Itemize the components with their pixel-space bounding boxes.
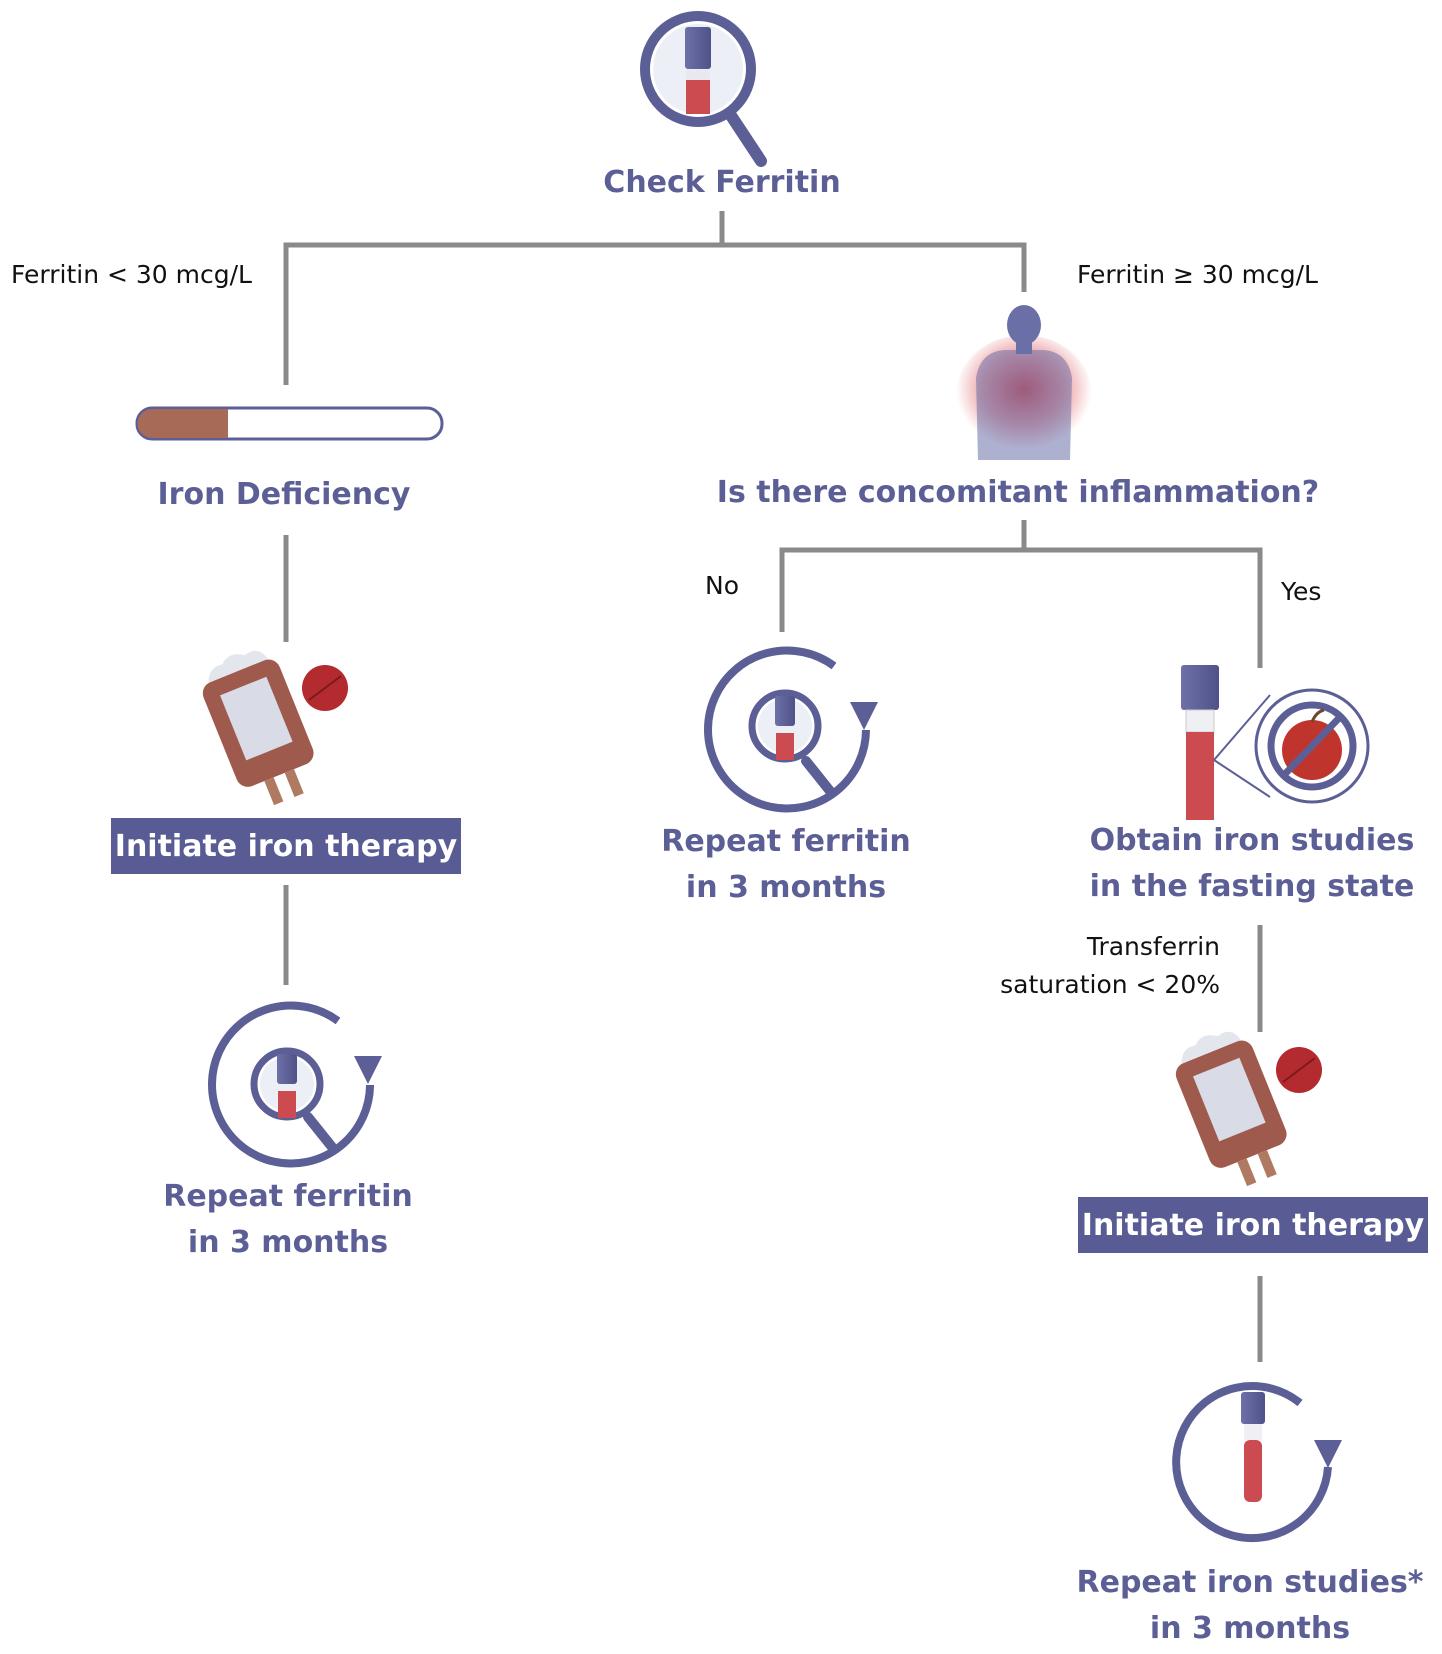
iron-deficiency-label: Iron Deficiency bbox=[157, 477, 411, 512]
initiate-iron-therapy-box-right: Initiate iron therapy bbox=[1078, 1197, 1428, 1253]
repeat-magnifier-icon bbox=[704, 646, 878, 813]
initiate-iron-therapy-label: Initiate iron therapy bbox=[1081, 1207, 1425, 1243]
repeat-magnifier-icon bbox=[208, 1001, 382, 1168]
transferrin-line: Transferrin bbox=[1086, 932, 1220, 961]
inflammation-question-label: Is there concomitant inflammation? bbox=[716, 475, 1320, 510]
fasting-state-line: in the fasting state bbox=[1089, 869, 1415, 904]
check-ferritin-label: Check Ferritin bbox=[603, 165, 841, 200]
connector-inflammation bbox=[779, 520, 1263, 668]
obtain-iron-studies-label: Obtain iron studies in the fasting state bbox=[1090, 818, 1415, 910]
repeat-ferritin-left-label: Repeat ferritin in 3 months bbox=[163, 1174, 413, 1266]
blood-tube-no-food-icon bbox=[1181, 665, 1370, 820]
repeat-iron-studies-line: Repeat iron studies* bbox=[1076, 1565, 1424, 1600]
initiate-iron-therapy-box-left: Initiate iron therapy bbox=[111, 818, 461, 874]
repeat-ferritin-line: Repeat ferritin bbox=[163, 1179, 413, 1214]
human-inflammation-icon bbox=[956, 305, 1092, 460]
connectors bbox=[283, 211, 1263, 1362]
ferritin-low-edge-label: Ferritin < 30 mcg/L bbox=[11, 260, 252, 289]
magnifier-blood-tube-icon bbox=[640, 11, 767, 167]
repeat-ferritin-line: Repeat ferritin bbox=[661, 824, 911, 859]
repeat-tube-icon bbox=[1172, 1382, 1342, 1543]
ferritin-high-edge-label: Ferritin ≥ 30 mcg/L bbox=[1077, 260, 1318, 289]
saturation-line: saturation < 20% bbox=[1000, 970, 1220, 999]
obtain-iron-studies-line: Obtain iron studies bbox=[1089, 823, 1415, 858]
iron-gauge-icon bbox=[135, 406, 444, 441]
no-edge-label: No bbox=[705, 571, 739, 600]
transferrin-saturation-edge-label: Transferrin saturation < 20% bbox=[1000, 928, 1220, 1004]
in-3-months-line: in 3 months bbox=[187, 1225, 389, 1260]
iv-bag-pill-icon bbox=[1175, 1031, 1322, 1187]
iv-bag-pill-icon bbox=[202, 650, 348, 806]
repeat-iron-studies-label: Repeat iron studies* in 3 months bbox=[1077, 1560, 1424, 1652]
repeat-ferritin-middle-label: Repeat ferritin in 3 months bbox=[661, 819, 911, 911]
initiate-iron-therapy-label: Initiate iron therapy bbox=[114, 828, 458, 864]
in-3-months-line: in 3 months bbox=[1149, 1611, 1351, 1646]
yes-edge-label: Yes bbox=[1281, 577, 1322, 606]
in-3-months-line: in 3 months bbox=[685, 870, 887, 905]
connector-root bbox=[283, 211, 1027, 385]
